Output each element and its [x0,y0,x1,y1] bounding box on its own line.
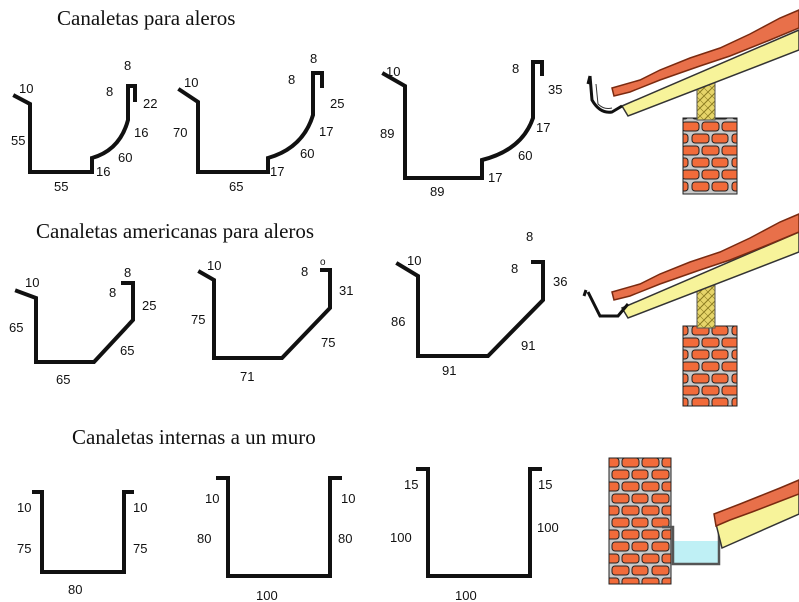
dim-label: 25 [330,96,344,111]
dim-label: 25 [142,298,156,313]
dim-label: 71 [240,369,254,384]
dim-label: 10 [19,81,33,96]
section-title-americanas: Canaletas americanas para aleros [36,219,315,243]
dim-label: 65 [229,179,243,194]
gutter-profile-2-1: 10 8 8 25 65 65 65 [9,265,156,387]
gutter-profile-1-1: 10 8 8 22 16 55 60 16 55 [11,58,157,194]
dim-label: 8 [124,265,131,280]
gutter-profile-2-3: 8 10 8 36 86 91 91 [391,229,567,378]
dim-label: 75 [321,335,335,350]
dim-label: 22 [143,96,157,111]
dim-label: o [320,257,326,268]
dim-label: 75 [191,312,205,327]
internal-gutter-illustration [608,457,799,585]
gutter-profile-2-2: 10 8 o 31 75 75 71 [191,257,353,384]
dim-label: 8 [310,51,317,66]
dim-label: 80 [197,531,211,546]
dim-label: 80 [338,531,352,546]
gutter-profile-1-3: 10 8 35 17 89 60 17 89 [380,60,562,199]
dim-label: 10 [341,491,355,506]
dim-label: 70 [173,125,187,140]
dim-label: 35 [548,82,562,97]
dim-label: 16 [134,125,148,140]
gutter-profile-3-2: 10 10 80 80 100 [197,476,355,602]
dim-label: 8 [288,72,295,87]
dim-label: 75 [133,541,147,556]
dim-label: 75 [17,541,31,556]
dim-label: 65 [56,372,70,387]
dim-label: 91 [521,338,535,353]
dim-label: 60 [118,150,132,165]
dim-label: 10 [17,500,31,515]
dim-label: 89 [430,184,444,199]
dim-label: 16 [96,164,110,179]
dim-label: 10 [184,75,198,90]
gutter-profile-3-3: 15 15 100 100 100 [390,467,559,602]
dim-label: 8 [526,229,533,244]
dim-label: 86 [391,314,405,329]
dim-label: 10 [386,64,400,79]
gutter-profile-1-2: 10 8 8 25 17 70 60 17 65 [173,51,344,194]
dim-label: 17 [319,124,333,139]
dim-label: 65 [9,320,23,335]
roof-eave-illustration-1 [586,9,799,195]
dim-label: 17 [270,164,284,179]
dim-label: 60 [518,148,532,163]
gutter-profile-3-1: 10 10 75 75 80 [17,490,147,597]
dim-label: 8 [301,264,308,279]
dim-label: 15 [538,477,552,492]
dim-label: 10 [205,491,219,506]
dim-label: 17 [536,120,550,135]
dim-label: 80 [68,582,82,597]
dim-label: 8 [512,61,519,76]
dim-label: 10 [207,258,221,273]
dim-label: 10 [133,500,147,515]
dim-label: 36 [553,274,567,289]
dim-label: 17 [488,170,502,185]
dim-label: 15 [404,477,418,492]
section-title-internas: Canaletas internas a un muro [72,425,316,449]
dim-label: 31 [339,283,353,298]
dim-label: 10 [407,253,421,268]
dim-label: 65 [120,343,134,358]
dim-label: 100 [390,530,412,545]
dim-label: 8 [109,285,116,300]
dim-label: 100 [455,588,477,602]
dim-label: 100 [537,520,559,535]
dim-label: 10 [25,275,39,290]
dim-label: 8 [106,84,113,99]
section-title-aleros: Canaletas para aleros [57,6,236,30]
dim-label: 91 [442,363,456,378]
dim-label: 100 [256,588,278,602]
dim-label: 8 [511,261,518,276]
roof-eave-illustration-2 [582,213,799,407]
dim-label: 55 [54,179,68,194]
dim-label: 55 [11,133,25,148]
dim-label: 89 [380,126,394,141]
dim-label: 60 [300,146,314,161]
dim-label: 8 [124,58,131,73]
